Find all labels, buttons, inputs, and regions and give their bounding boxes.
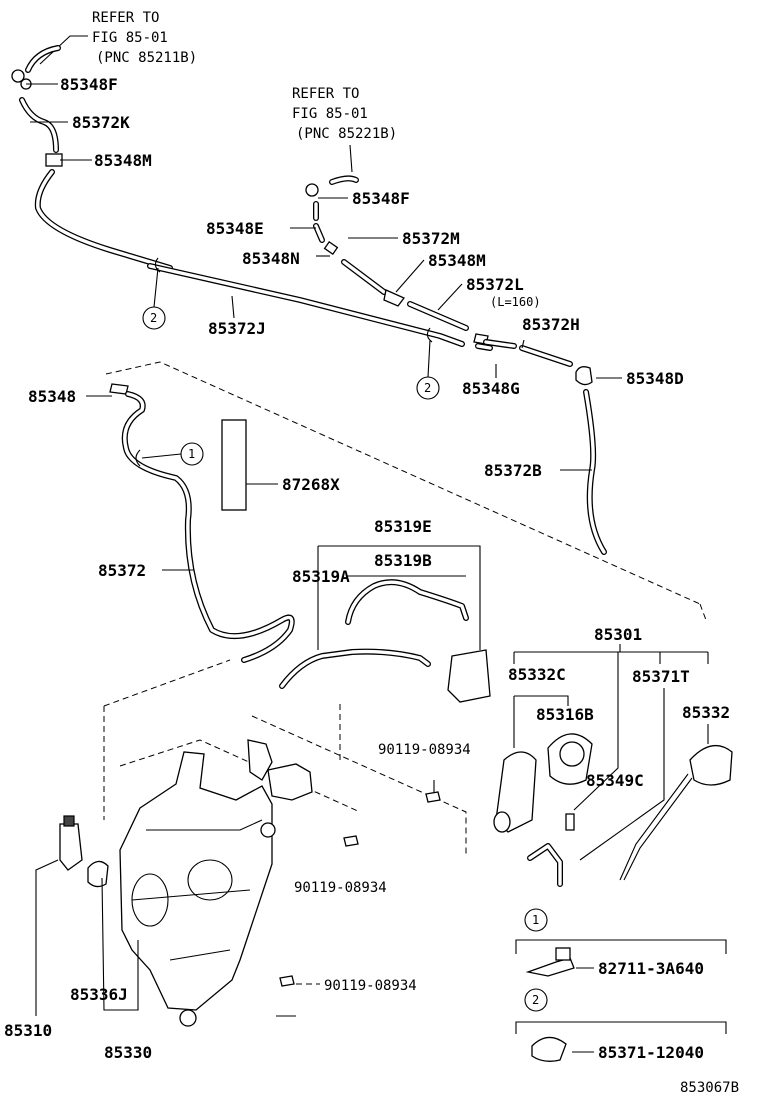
- label-85348N: 85348N: [242, 249, 300, 268]
- label-85372B: 85372B: [484, 461, 542, 480]
- refer-note-right-line2: FIG 85-01: [292, 106, 368, 122]
- label-85348M: 85348M: [428, 251, 486, 270]
- hose-85372J: [147, 257, 465, 347]
- label-85330: 85330: [104, 1043, 152, 1062]
- label-90119-08934: 90119-08934: [324, 978, 417, 994]
- label-85372M: 85372M: [402, 229, 460, 248]
- joint-85348D: [575, 366, 593, 386]
- refer-note-left: REFER TO FIG 85-01 (PNC 85211B): [39, 10, 197, 66]
- label-85348F: 85348F: [352, 189, 410, 208]
- part-labels: 85348F 85372K 85348M 85348F 85348E 85372…: [4, 75, 730, 1062]
- joint-85348F-b: [305, 183, 319, 197]
- label-85310: 85310: [4, 1021, 52, 1040]
- joint-85348F-a: [11, 69, 25, 83]
- label-85332C: 85332C: [508, 665, 566, 684]
- joint-85348M-a: [45, 153, 63, 167]
- callout-label: 1: [188, 447, 195, 461]
- label-85332: 85332: [682, 703, 730, 722]
- label-85348M: 85348M: [94, 151, 152, 170]
- grommet-85336J: [87, 860, 109, 888]
- label-85372L-note: (L=160): [490, 295, 541, 309]
- left-mid-hoses: [109, 383, 295, 663]
- callouts: 2 2 1: [141, 267, 440, 466]
- clip-82711-3A640: [525, 957, 575, 977]
- legend-circle-2: [524, 988, 548, 1012]
- washer-pump: [59, 815, 109, 888]
- label-85348D: 85348D: [626, 369, 684, 388]
- label-87268X: 87268X: [282, 475, 340, 494]
- clip-legend: 1 82711-3A640 2 85371-12040: [515, 908, 727, 1062]
- label-85319E: 85319E: [374, 517, 432, 536]
- legend-part-2: 85371-12040: [598, 1043, 704, 1062]
- label-85348F: 85348F: [60, 75, 118, 94]
- callout-label: 2: [424, 381, 431, 395]
- label-85301: 85301: [594, 625, 642, 644]
- inlet-hoses-85319: [279, 545, 491, 703]
- label-90119-08934: 90119-08934: [378, 742, 471, 758]
- label-85348: 85348: [28, 387, 76, 406]
- label-85348G: 85348G: [462, 379, 520, 398]
- refer-note-right-line1: REFER TO: [292, 86, 359, 102]
- label-85372K: 85372K: [72, 113, 130, 132]
- label-85319A: 85319A: [292, 567, 350, 586]
- legend-circle-1: [524, 908, 548, 932]
- filler-group-85301: [493, 644, 733, 887]
- label-85372: 85372: [98, 561, 146, 580]
- label-85336J: 85336J: [70, 985, 128, 1004]
- label-85371T: 85371T: [632, 667, 690, 686]
- legend-number-2: 2: [532, 993, 539, 1007]
- refer-note-left-line2: FIG 85-01: [92, 30, 168, 46]
- label-85316B: 85316B: [536, 705, 594, 724]
- label-90119-08934: 90119-08934: [294, 880, 387, 896]
- refer-note-right: REFER TO FIG 85-01 (PNC 85221B): [292, 86, 397, 173]
- figure-code: 853067B: [680, 1080, 739, 1096]
- leader-lines: [26, 83, 622, 1017]
- label-85348E: 85348E: [206, 219, 264, 238]
- refer-note-left-line3: (PNC 85211B): [96, 50, 197, 66]
- label-85349C: 85349C: [586, 771, 644, 790]
- washer-tank: [119, 739, 313, 1027]
- callout-label: 2: [150, 311, 157, 325]
- inlet-fitting: [447, 649, 491, 703]
- label-85372H: 85372H: [522, 315, 580, 334]
- label-85372L: 85372L: [466, 275, 524, 294]
- legend-part-1: 82711-3A640: [598, 959, 704, 978]
- legend-number-1: 1: [532, 913, 539, 927]
- refer-note-left-line1: REFER TO: [92, 10, 159, 26]
- refer-note-right-line3: (PNC 85221B): [296, 126, 397, 142]
- bolts: [279, 780, 441, 987]
- label-sheet-87268X: [221, 419, 247, 511]
- nozzle-85348: [109, 383, 129, 395]
- label-85372J: 85372J: [208, 319, 266, 338]
- joint-85348M-b: [383, 289, 406, 307]
- label-85319B: 85319B: [374, 551, 432, 570]
- clip-85371-12040: [531, 1036, 567, 1062]
